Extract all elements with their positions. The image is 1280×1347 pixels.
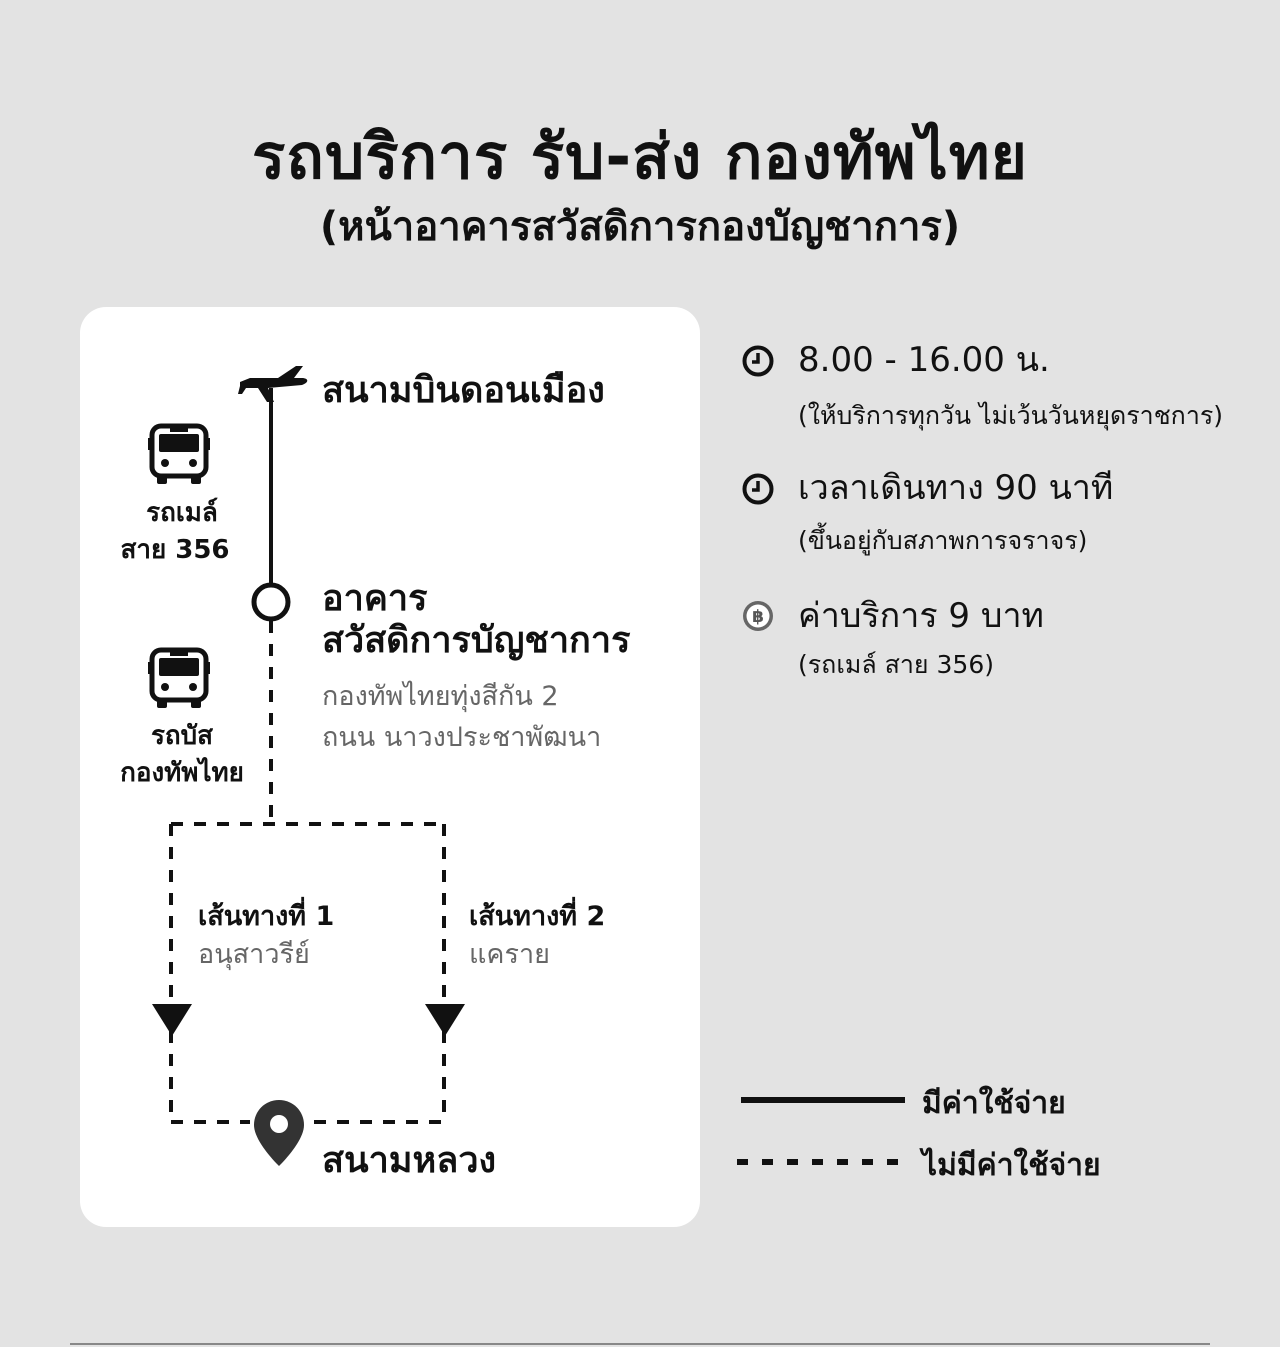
legend-free-label: ไม่มีค่าใช้จ่าย (922, 1148, 1101, 1183)
page-title: รถบริการ รับ-ส่ง กองทัพไทย (252, 120, 1028, 193)
route2-title: เส้นทางที่ 2 (469, 901, 606, 932)
building-stop-marker (251, 582, 291, 622)
mini-bus-label-line1: รถเมล์ (146, 498, 218, 528)
svg-text:฿: ฿ (752, 607, 764, 627)
bottom-divider (70, 1343, 1210, 1345)
clock-icon (742, 473, 774, 505)
airport-stop-name: สนามบินดอนเมือง (322, 370, 605, 411)
bus-icon (148, 647, 210, 708)
building-stop-name-line2: สวัสดิการบัญชาการ (322, 620, 631, 661)
route1-arrow-icon (152, 1004, 192, 1036)
location-pin-icon (254, 1100, 304, 1166)
airplane-icon (238, 366, 308, 402)
legend-paid-label: มีค่าใช้จ่าย (922, 1086, 1066, 1121)
fare-main: ค่าบริการ 9 บาท (798, 596, 1044, 636)
clock-icon (742, 345, 774, 377)
army-bus-label-line1: รถบัส (150, 721, 214, 751)
duration-main: เวลาเดินทาง 90 นาที (798, 468, 1114, 508)
hours-main: 8.00 - 16.00 น. (798, 340, 1050, 380)
building-stop-name-line1: อาคาร (322, 578, 428, 619)
route1-via: อนุสาวรีย์ (198, 939, 310, 970)
route2-via: แคราย (469, 939, 550, 970)
building-address-line2: ถนน นาวงประชาพัฒนา (322, 722, 602, 753)
fare-sub: (รถเมล์ สาย 356) (798, 650, 994, 679)
route2-arrow-icon (425, 1004, 465, 1036)
destination-stop-name: สนามหลวง (322, 1140, 497, 1181)
bus-icon (148, 423, 210, 484)
building-address-line1: กองทัพไทยทุ่งสีกัน 2 (322, 681, 559, 712)
baht-coin-icon: ฿ (743, 601, 773, 631)
duration-sub: (ขึ้นอยู่กับสภาพการจราจร) (798, 526, 1088, 555)
mini-bus-label-line2: สาย 356 (120, 535, 230, 565)
page-subtitle: (หน้าอาคารสวัสดิการกองบัญชาการ) (319, 204, 961, 250)
route1-title: เส้นทางที่ 1 (198, 901, 335, 932)
hours-sub: (ให้บริการทุกวัน ไม่เว้นวันหยุดราชการ) (798, 401, 1224, 430)
army-bus-label-line2: กองทัพไทย (120, 758, 244, 788)
